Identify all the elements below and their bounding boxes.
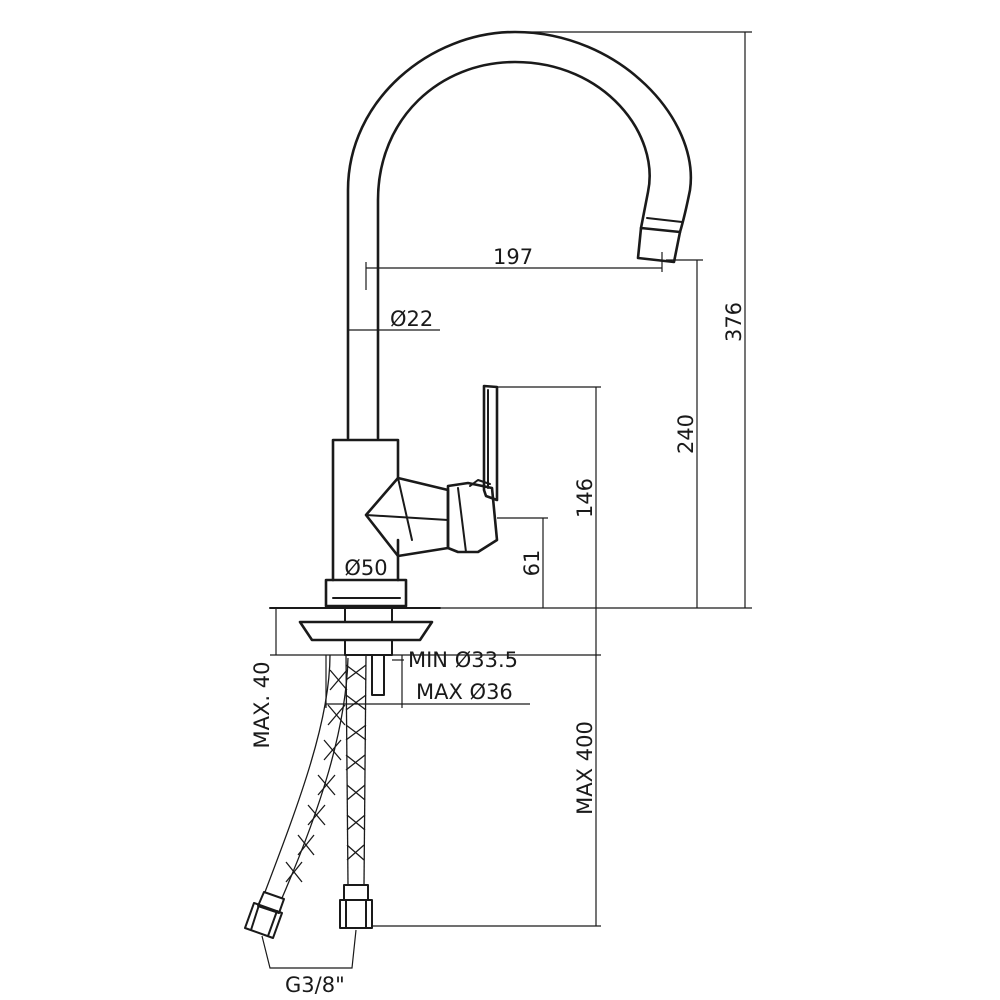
spout-inner-curve bbox=[376, 60, 651, 440]
label-hose-length: MAX 400 bbox=[573, 721, 597, 815]
spout-outer-curve bbox=[346, 30, 693, 440]
hose-curved-ferrule bbox=[257, 891, 285, 914]
fixing-plate bbox=[298, 620, 434, 642]
label-lever-pivot-height: 61 bbox=[520, 550, 544, 577]
label-spout-reach: 197 bbox=[493, 245, 533, 269]
flexible-hoses bbox=[244, 654, 373, 939]
faucet-outline bbox=[269, 30, 693, 696]
base-flange bbox=[324, 578, 408, 608]
lever-pivot bbox=[469, 479, 491, 487]
cartridge-edge-2 bbox=[397, 477, 413, 541]
dimension-lines bbox=[261, 31, 752, 969]
hose-curved-right-edge bbox=[281, 657, 349, 899]
label-base-diameter: Ø50 bbox=[344, 556, 387, 580]
nut bbox=[344, 639, 393, 656]
hose-straight-braid bbox=[345, 664, 367, 861]
hose-curved-left-edge bbox=[264, 654, 331, 893]
label-spout-height: 240 bbox=[674, 414, 698, 454]
hose-curved-braid bbox=[285, 669, 348, 883]
label-max-hole: MAX Ø36 bbox=[416, 680, 513, 704]
spout-aerator bbox=[636, 226, 682, 264]
lever-handle bbox=[482, 384, 499, 502]
hose-curved-nut bbox=[244, 902, 283, 939]
nut-face-4 bbox=[267, 910, 278, 937]
hose-straight-nut bbox=[339, 899, 373, 929]
lever-block-edge bbox=[457, 487, 467, 553]
dimension-labels: 197 Ø22 376 240 146 61 Ø50 MAX. 40 MIN Ø… bbox=[250, 245, 746, 997]
threaded-stud bbox=[371, 654, 385, 696]
body-cylinder bbox=[331, 438, 400, 582]
aerator-ring bbox=[646, 217, 683, 223]
cartridge-housing bbox=[364, 476, 450, 558]
label-lever-height: 146 bbox=[573, 478, 597, 518]
label-spout-diameter: Ø22 bbox=[390, 307, 433, 331]
label-connection-thread: G3/8" bbox=[285, 973, 345, 997]
label-max-deck-thickness: MAX. 40 bbox=[250, 662, 274, 749]
label-min-hole: MIN Ø33.5 bbox=[408, 648, 518, 672]
label-total-height: 376 bbox=[722, 302, 746, 342]
nut-face-3 bbox=[250, 904, 260, 931]
dim-thread-leader bbox=[261, 929, 357, 969]
